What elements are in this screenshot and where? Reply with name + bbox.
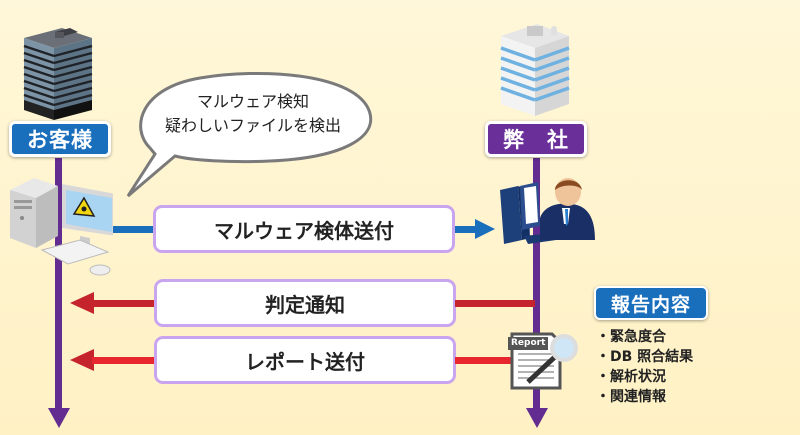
verdict-arrow-line-left <box>92 300 156 307</box>
company-lifeline <box>533 158 540 410</box>
verdict-arrow-line-right <box>455 300 535 307</box>
customer-lifeline-arrow <box>48 408 70 428</box>
customer-lifeline <box>55 158 62 410</box>
report-item: 関連情報 <box>596 387 693 407</box>
dark-office-building-icon <box>23 28 93 120</box>
verdict-notice-message: 判定通知 <box>154 279 456 327</box>
customer-label: お客様 <box>9 121 111 157</box>
verdict-arrow-head <box>70 292 94 314</box>
analyst-at-computer-icon <box>500 178 595 244</box>
company-label: 弊 社 <box>485 121 587 157</box>
report-tag: Report <box>511 338 546 348</box>
company-lifeline-arrow <box>526 408 548 428</box>
speech-bubble-text: マルウェア検知 疑わしいファイルを検出 <box>138 90 368 140</box>
bubble-line-1: マルウェア検知 <box>196 92 309 111</box>
report-contents-title: 報告内容 <box>594 286 708 320</box>
report-arrow-line-left <box>92 357 156 364</box>
report-arrow-head <box>70 349 94 371</box>
report-item: DB 照合結果 <box>596 347 693 367</box>
report-document-icon: Report <box>508 330 580 392</box>
send-arrow-line-right <box>455 226 477 233</box>
send-arrow-line-left <box>113 226 155 233</box>
bubble-line-2: 疑わしいファイルを検出 <box>164 116 341 135</box>
speech-bubble <box>126 71 373 198</box>
white-office-building-icon <box>500 24 570 116</box>
malware-sample-send-message: マルウェア検体送付 <box>153 205 455 253</box>
report-send-message: レポート送付 <box>154 336 456 384</box>
report-arrow-line-right <box>455 357 515 364</box>
send-arrow-head <box>475 219 495 239</box>
infected-computer-icon <box>10 178 113 276</box>
report-item: 緊急度合 <box>596 327 693 347</box>
report-item: 解析状況 <box>596 367 693 387</box>
report-contents-list: 緊急度合 DB 照合結果 解析状況 関連情報 <box>596 327 693 407</box>
